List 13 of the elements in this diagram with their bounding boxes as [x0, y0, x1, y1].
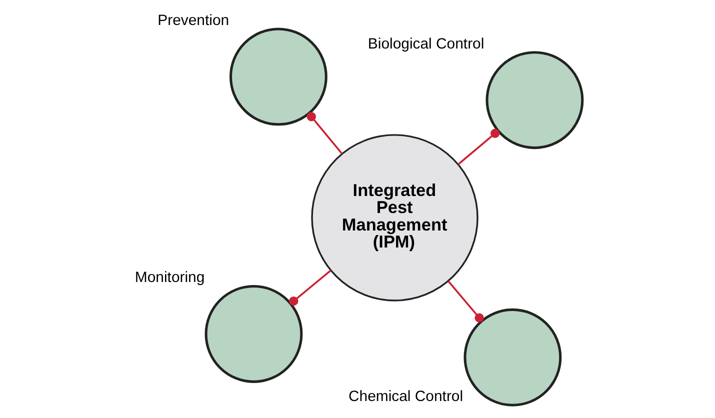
node-label: Monitoring — [134, 269, 204, 286]
connector — [288, 270, 331, 306]
node-label: Chemical Control — [348, 388, 463, 405]
node-label: Prevention — [157, 12, 229, 29]
connector — [306, 112, 342, 154]
connector — [457, 128, 500, 166]
node-circle — [228, 28, 327, 126]
node-circle — [204, 285, 302, 383]
node-label: Biological Control — [367, 35, 484, 52]
node-circle: Integrated Pest Management (IPM) — [310, 134, 478, 302]
node-circle — [463, 308, 562, 406]
node-circle — [485, 51, 584, 150]
connector — [447, 280, 484, 322]
